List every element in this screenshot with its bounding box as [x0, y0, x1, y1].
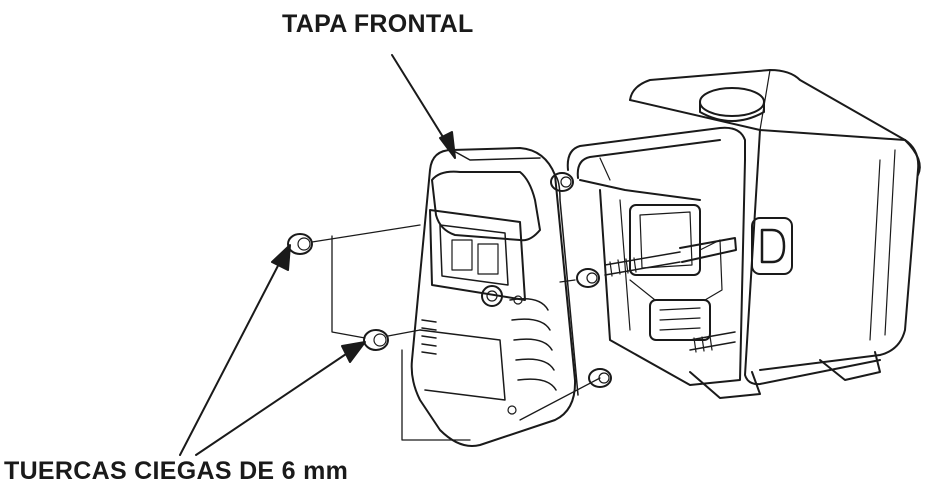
cap-nut-2: [363, 329, 389, 351]
cap-nuts-label: TUERCAS CIEGAS DE 6 mm: [4, 457, 349, 485]
cap-nut-3: [550, 172, 574, 192]
callout-arrows: [179, 54, 456, 456]
cap-nut-4: [576, 268, 600, 288]
front-cover: [410, 147, 579, 447]
front-cover-label: TAPA FRONTAL: [282, 10, 474, 38]
alignment-lines: [311, 224, 601, 441]
cap-nut-1: [287, 233, 313, 255]
generator-body: [566, 69, 921, 399]
cap-nut-group: [287, 172, 612, 388]
